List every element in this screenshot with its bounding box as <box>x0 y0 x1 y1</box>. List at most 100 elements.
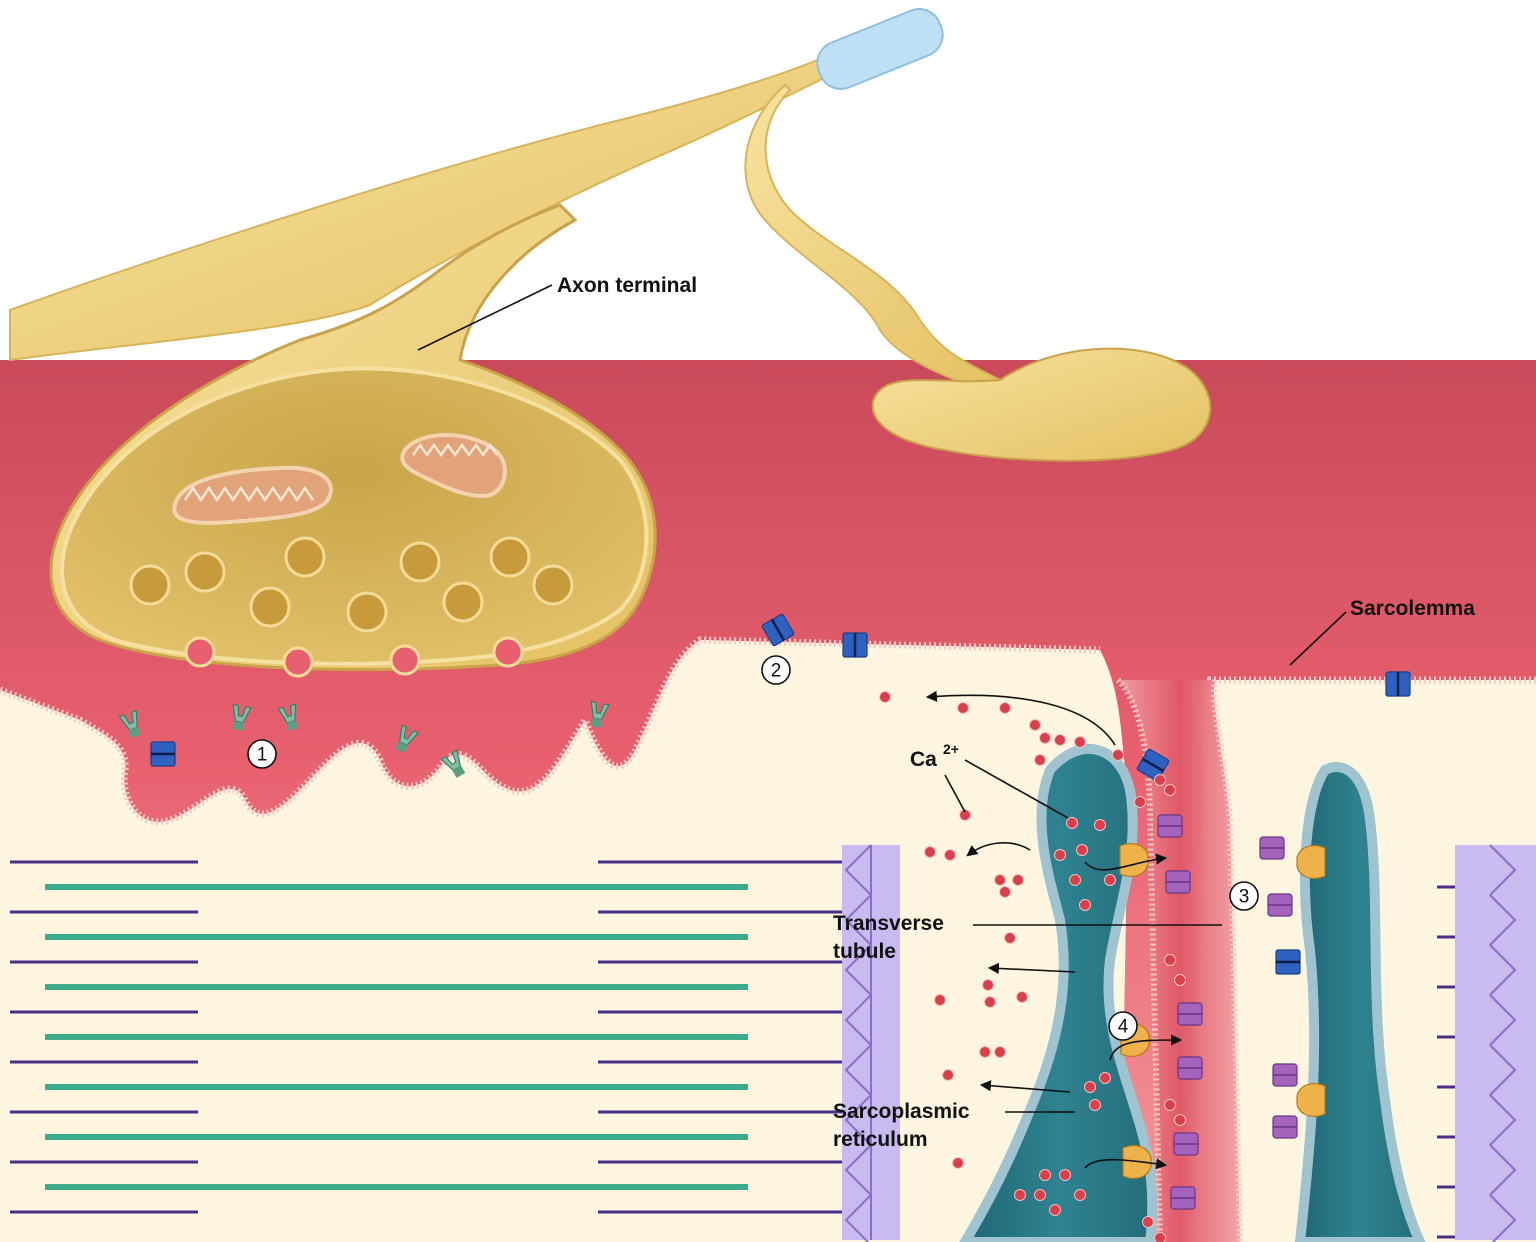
step-marker-2: 2 <box>761 655 791 685</box>
calcium-ion-icon <box>1034 754 1046 766</box>
calcium-ion-icon <box>1049 1204 1061 1216</box>
sodium-channel-icon <box>842 632 868 658</box>
calcium-release-arrow <box>979 1080 1071 1093</box>
calcium-ion-icon <box>1016 991 1028 1003</box>
z-disc-line <box>1489 894 1517 946</box>
z-disc-line <box>1489 1144 1517 1196</box>
calcium-ion-icon <box>1029 719 1041 731</box>
calcium-ion-icon <box>982 979 994 991</box>
calcium-ion-icon <box>1112 749 1124 761</box>
synaptic-vesicle-icon <box>489 536 531 578</box>
dhp-receptor-icon <box>1296 845 1326 879</box>
ryanodine-receptor-icon <box>1272 1115 1298 1139</box>
step-marker-4: 4 <box>1108 1011 1138 1041</box>
sodium-channels <box>150 613 1411 975</box>
calcium-ion-icon <box>1164 784 1176 796</box>
sodium-channel-icon <box>1136 748 1170 782</box>
calcium-ion-icon <box>1154 774 1166 786</box>
step-4-number: 4 <box>1118 1017 1129 1038</box>
synaptic-vesicle-icon <box>249 586 291 628</box>
acetylcholine-receptor-icon <box>440 749 466 778</box>
acetylcholine-receptor-icon <box>590 700 610 728</box>
sodium-channel-icon <box>1385 671 1411 697</box>
calcium-ion-icon <box>1059 1169 1071 1181</box>
step-1-number: 1 <box>257 745 268 766</box>
ryanodine-receptor-icon <box>1157 814 1183 838</box>
axon-terminal-label: Axon terminal <box>557 274 697 297</box>
calcium-release-arrow <box>1109 1034 1183 1061</box>
calcium-ion-icon <box>1099 1072 1111 1084</box>
calcium-ion-icon <box>984 996 996 1008</box>
ryanodine-receptor-icon <box>1272 1063 1298 1087</box>
myofibril-left <box>10 860 1480 1239</box>
calcium-ion-icon <box>999 702 1011 714</box>
label-calcium: Ca 2+ <box>910 741 1069 819</box>
dhp-receptor-icon <box>1296 1083 1326 1117</box>
ryanodine-receptor-icon <box>1170 1186 1196 1210</box>
calcium-ion-icon <box>959 809 971 821</box>
acetylcholine-receptor-icon <box>232 703 252 731</box>
calcium-release-arrow <box>925 690 1116 746</box>
sodium-channel-icon <box>761 613 795 647</box>
axon-terminal-right <box>871 347 1212 462</box>
z-disc-line <box>844 1094 872 1146</box>
z-disc-line <box>844 1044 872 1096</box>
calcium-ion-icon <box>1104 874 1116 886</box>
calcium-ion-icon <box>924 846 936 858</box>
calcium-ion-icon <box>1074 1189 1086 1201</box>
ryanodine-receptor-icon <box>1259 836 1285 860</box>
label-axon-terminal: Axon terminal <box>417 274 697 351</box>
calcium-ion-icon <box>1014 1189 1026 1201</box>
flow-arrows <box>925 690 1183 1170</box>
calcium-ion-icon <box>1066 817 1078 829</box>
calcium-ion-icon <box>1034 1189 1046 1201</box>
z-disc-line <box>1489 994 1517 1046</box>
calcium-ion-icon <box>1174 974 1186 986</box>
z-disc-line <box>1489 1094 1517 1146</box>
calcium-ion-icon <box>979 1046 991 1058</box>
step-marker-3: 3 <box>1229 881 1259 911</box>
ryanodine-receptors <box>1157 814 1298 1210</box>
calcium-ion-icon <box>942 1069 954 1081</box>
calcium-ion-icon <box>1164 1099 1176 1111</box>
synaptic-vesicle-icon <box>442 581 484 623</box>
calcium-ion-icon <box>1079 899 1091 911</box>
synaptic-vesicle-icon <box>492 636 524 668</box>
axon-branch-right <box>744 83 1001 397</box>
sarcoplasmic-reticulum-label-line1: Sarcoplasmic <box>833 1100 970 1123</box>
sodium-channel-icon <box>150 741 176 767</box>
z-disc-line <box>1489 1194 1517 1242</box>
ryanodine-receptor-icon <box>1165 870 1191 894</box>
label-sarcolemma: Sarcolemma <box>1289 597 1475 666</box>
step-3-number: 3 <box>1239 887 1250 908</box>
synaptic-vesicle-icon <box>284 536 326 578</box>
calcium-ion-icon <box>999 886 1011 898</box>
calcium-ion-icon <box>1084 1081 1096 1093</box>
synaptic-vesicle-icon <box>532 564 574 606</box>
synaptic-vesicle-icon <box>184 636 216 668</box>
step-2-number: 2 <box>771 661 782 682</box>
calcium-ion-icon <box>952 1157 964 1169</box>
sodium-channel-icon <box>1275 949 1301 975</box>
z-disc-line <box>844 1144 872 1196</box>
myelin-sheath <box>816 8 944 90</box>
calcium-ion-icon <box>1039 1169 1051 1181</box>
acetylcholine-receptor-icon <box>277 703 298 731</box>
calcium-ion-icon <box>1089 1099 1101 1111</box>
calcium-ion-icon <box>994 1046 1006 1058</box>
synaptic-vesicle-icon <box>399 541 441 583</box>
acetylcholine-receptors <box>118 700 610 778</box>
calcium-release-arrow <box>1084 1158 1168 1170</box>
sarcolemma-membrane <box>0 636 1101 826</box>
sarcolemma-label: Sarcolemma <box>1350 597 1475 620</box>
calcium-ion-icon <box>1142 1216 1154 1228</box>
calcium-label: Ca <box>910 748 937 771</box>
calcium-ion-icon <box>879 691 891 703</box>
ryanodine-receptor-icon <box>1177 1056 1203 1080</box>
calcium-ion-icon <box>1069 874 1081 886</box>
calcium-release-arrow <box>1084 853 1168 871</box>
calcium-ions <box>879 691 1186 1242</box>
sarcoplasmic-reticulum-label-line2: reticulum <box>833 1128 928 1151</box>
calcium-ion-icon <box>994 874 1006 886</box>
ryanodine-receptor-icon <box>1177 1002 1203 1026</box>
